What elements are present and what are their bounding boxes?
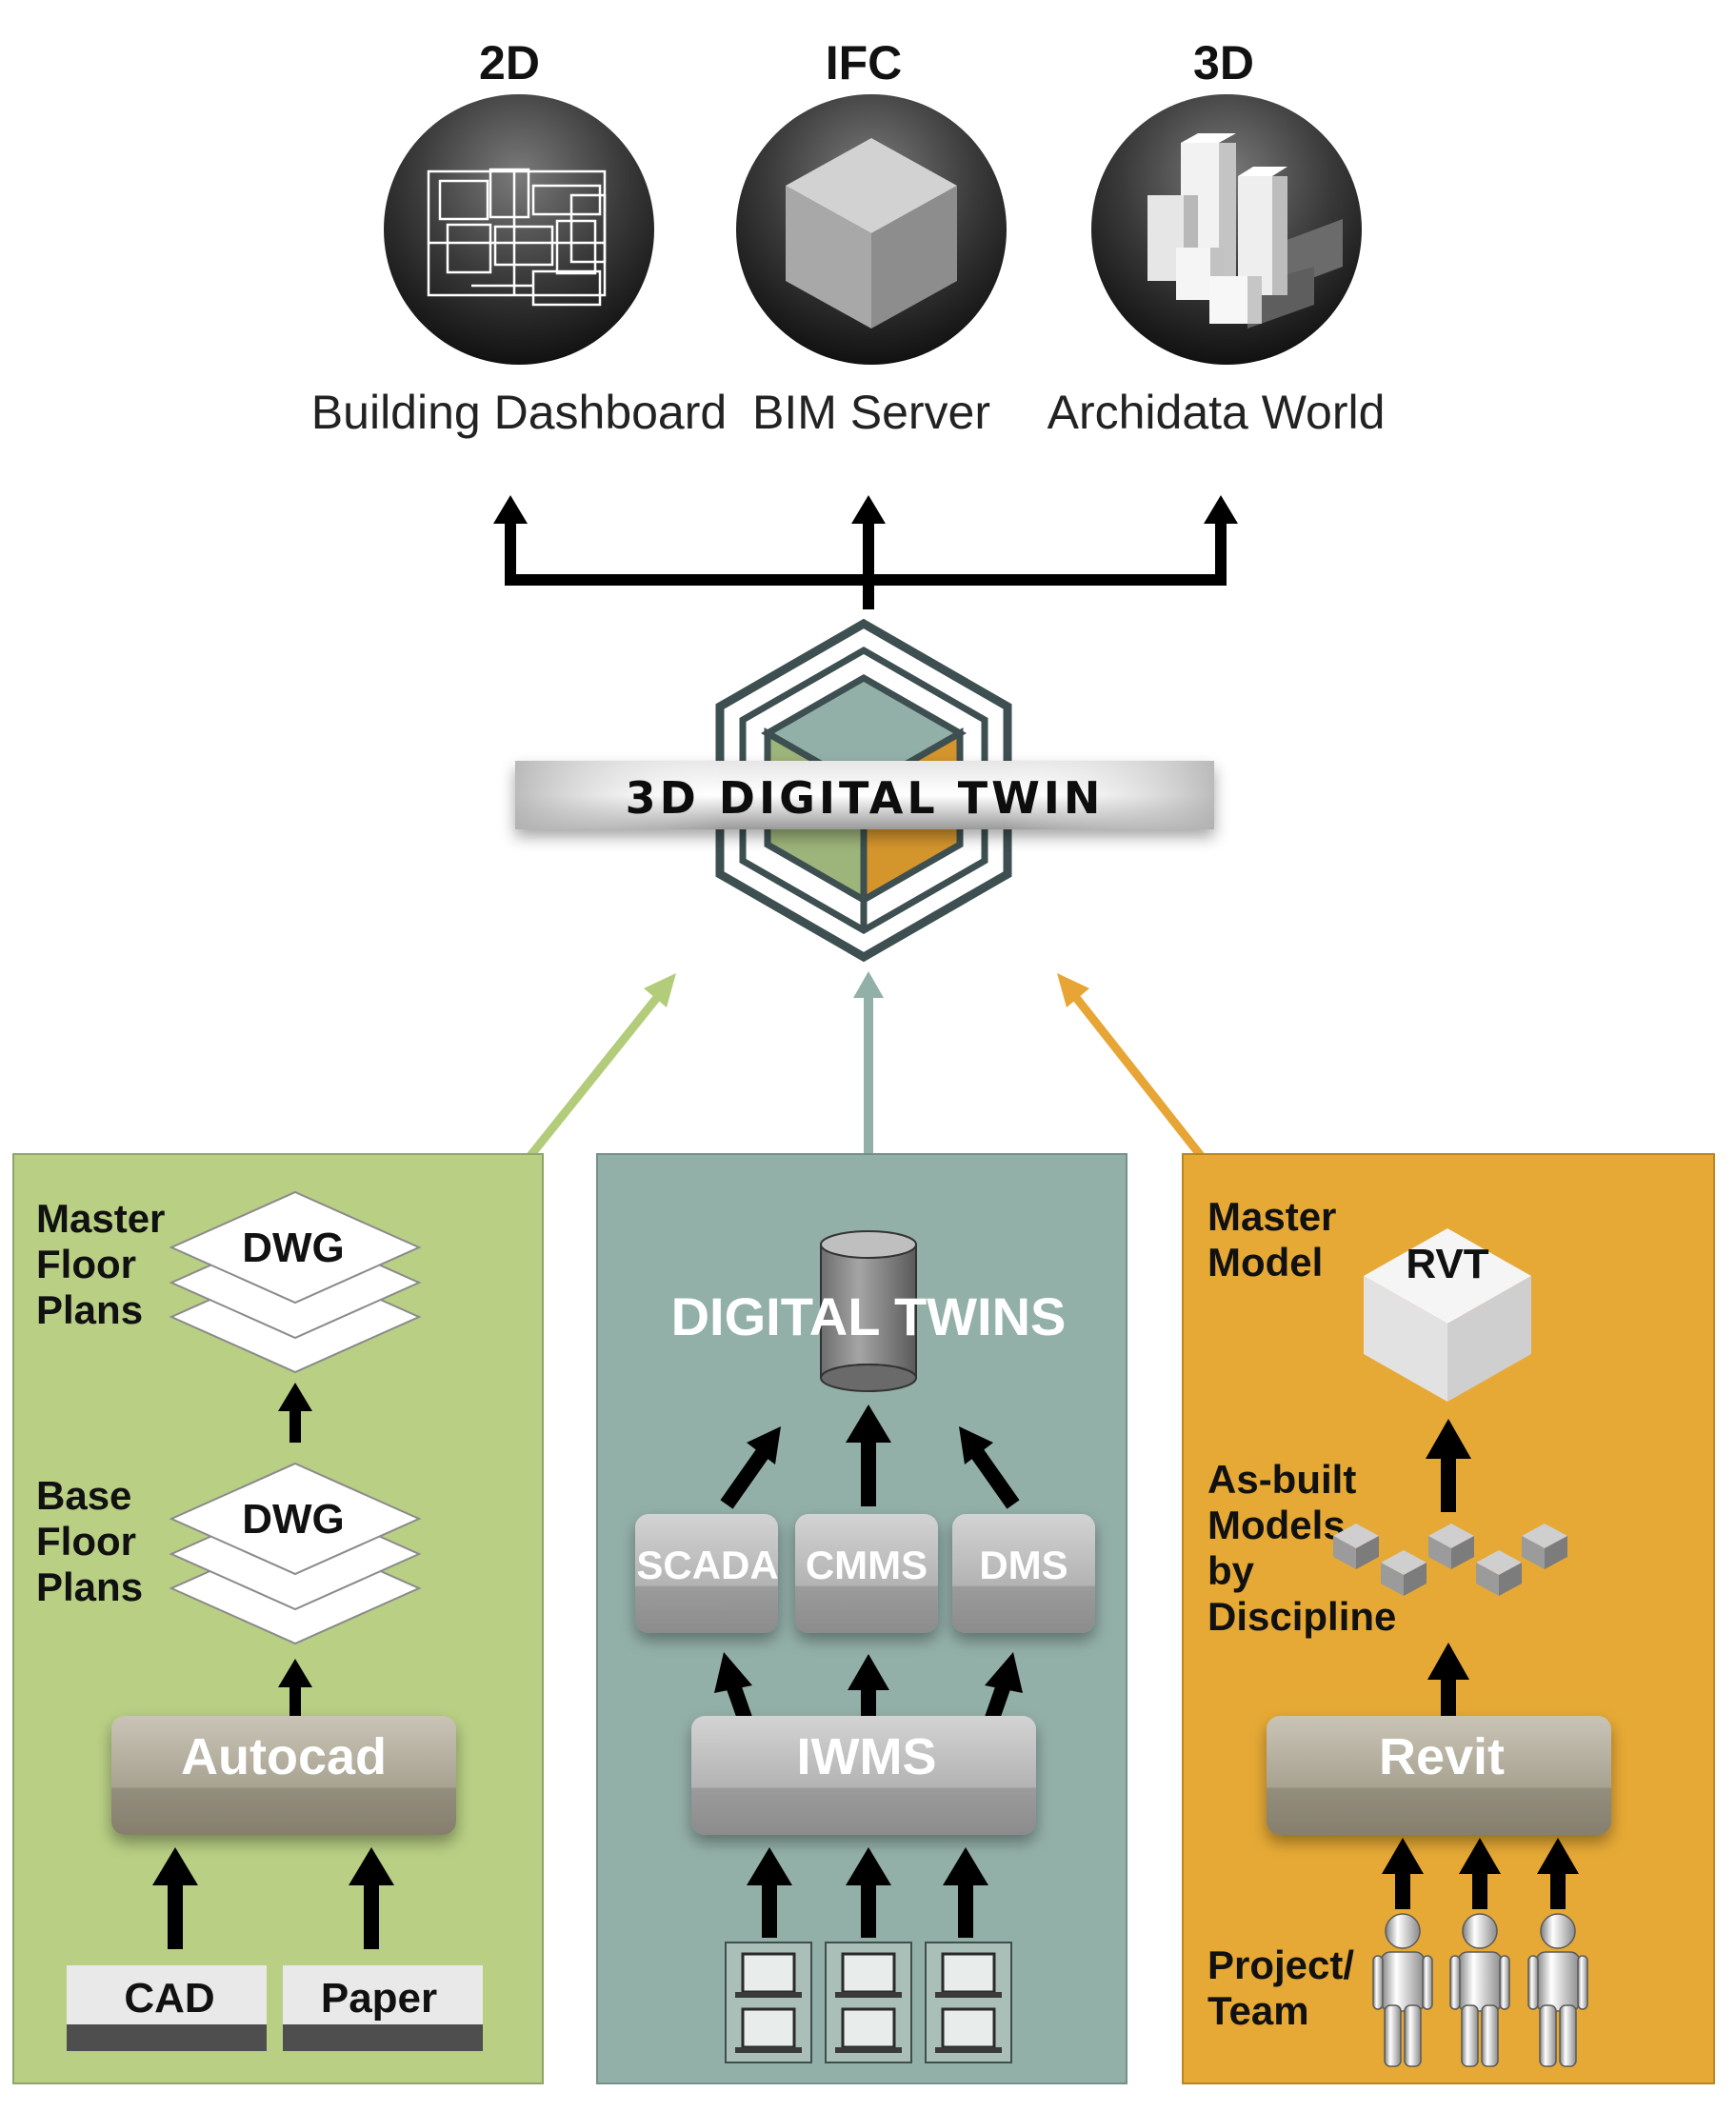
arrow-up (1382, 1838, 1424, 1874)
arrow-up (1459, 1838, 1501, 1874)
arrow-up (848, 1654, 889, 1690)
master-dwg-label: DWG (242, 1225, 345, 1271)
scada-label: SCADA (636, 1543, 778, 1587)
input-arrows (526, 971, 1206, 1160)
middle-panel: DIGITAL TWINS SCADA CMMS DMS IWMS (596, 1153, 1127, 2084)
master-label-line3: Plans (36, 1287, 143, 1332)
asbuilt-label-line4: Discipline (1207, 1594, 1396, 1639)
asbuilt-label-line1: As-built (1207, 1457, 1356, 1502)
service-building-dashboard: Building Dashboard (311, 386, 727, 439)
arrow-orange (1057, 973, 1089, 1007)
format-label-3d: 3D (1193, 36, 1254, 90)
arrow-up (278, 1659, 312, 1687)
service-archidata-world: Archidata World (1048, 386, 1386, 439)
digital-twin-banner: 3D DIGITAL TWIN (515, 761, 1214, 829)
arrow-up (152, 1847, 198, 1885)
arrow-up (714, 1652, 752, 1693)
arrow-up (1426, 1419, 1471, 1459)
digital-twin-label: 3D DIGITAL TWIN (626, 772, 1105, 824)
computer-icon (925, 1942, 1012, 2063)
master-label-line1: Master (36, 1196, 165, 1241)
asbuilt-label-line2: Models (1207, 1503, 1346, 1547)
dms-label: DMS (979, 1543, 1068, 1587)
city-blocks-shape (1147, 133, 1343, 329)
cmms-button (795, 1514, 938, 1633)
person-icon (1372, 1913, 1433, 2067)
scada-button (635, 1514, 778, 1633)
output-3d: 3D Archidata World (1048, 36, 1386, 439)
arrow-up-3d (1204, 495, 1238, 524)
person-icon (1527, 1913, 1588, 2067)
arrow-up (747, 1847, 792, 1885)
floor-plan-icon (384, 94, 654, 365)
left-panel: Master Floor Plans DWG Base Floor Plans … (12, 1153, 544, 2084)
arrow-up (846, 1405, 891, 1443)
paper-label: Paper (321, 1975, 437, 2022)
base-label-line3: Plans (36, 1564, 143, 1609)
autocad-button (111, 1716, 456, 1835)
discipline-cubes-icon (1333, 1524, 1567, 1596)
revit-label: Revit (1379, 1728, 1505, 1785)
team-label-line2: Team (1207, 1988, 1309, 2033)
arrow-up (349, 1847, 394, 1885)
output-connector (493, 495, 1238, 609)
arrow-up (1427, 1643, 1469, 1680)
arrow-up (959, 1426, 993, 1464)
asbuilt-label-line3: by (1207, 1548, 1255, 1593)
computer-icon (825, 1942, 912, 2063)
team-label-line1: Project/ (1207, 1943, 1354, 1987)
output-2d: 2D Building Dashboard (311, 36, 727, 439)
cad-label: CAD (124, 1975, 214, 2022)
base-dwg-label: DWG (242, 1496, 345, 1543)
rvt-cube-icon (1364, 1228, 1531, 1402)
rvt-label: RVT (1406, 1241, 1488, 1287)
arrow-teal (853, 971, 884, 998)
person-icon (1449, 1913, 1510, 2067)
computer-icon (725, 1942, 812, 2063)
paper-source: Paper (283, 1965, 483, 2051)
cad-source: CAD (67, 1965, 267, 2051)
output-ifc: IFC BIM Server (736, 36, 1007, 439)
base-dwg-stack (169, 1462, 422, 1645)
arrow-up (985, 1652, 1023, 1693)
cube-shape (786, 138, 957, 329)
autocad-label: Autocad (181, 1728, 387, 1785)
right-panel: Master Model RVT As-built Models by Disc… (1182, 1153, 1715, 2084)
master-model-label-line2: Model (1207, 1240, 1323, 1285)
iwms-button (691, 1716, 1036, 1835)
format-label-ifc: IFC (826, 36, 903, 90)
arrow-up (278, 1383, 312, 1411)
arrow-up (1537, 1838, 1579, 1874)
master-dwg-stack (169, 1190, 422, 1374)
digital-twins-title: DIGITAL TWINS (671, 1286, 1067, 1346)
iwms-label: IWMS (797, 1728, 937, 1785)
revit-button (1267, 1716, 1611, 1835)
arrow-up-ifc (851, 495, 886, 524)
arrow-up-2d (493, 495, 528, 524)
service-bim-server: BIM Server (752, 386, 990, 439)
arrow-green (644, 973, 676, 1007)
format-label-2d: 2D (479, 36, 540, 90)
database-icon (820, 1230, 917, 1392)
base-label-line2: Floor (36, 1519, 136, 1564)
arrow-up (846, 1847, 891, 1885)
master-label-line2: Floor (36, 1242, 136, 1286)
arrow-up (747, 1426, 781, 1464)
arrow-up (943, 1847, 988, 1885)
cmms-label: CMMS (806, 1543, 928, 1587)
base-label-line1: Base (36, 1473, 131, 1518)
floor-plan-drawing (427, 168, 607, 307)
dms-button (952, 1514, 1095, 1633)
master-model-label-line1: Master (1207, 1194, 1336, 1239)
